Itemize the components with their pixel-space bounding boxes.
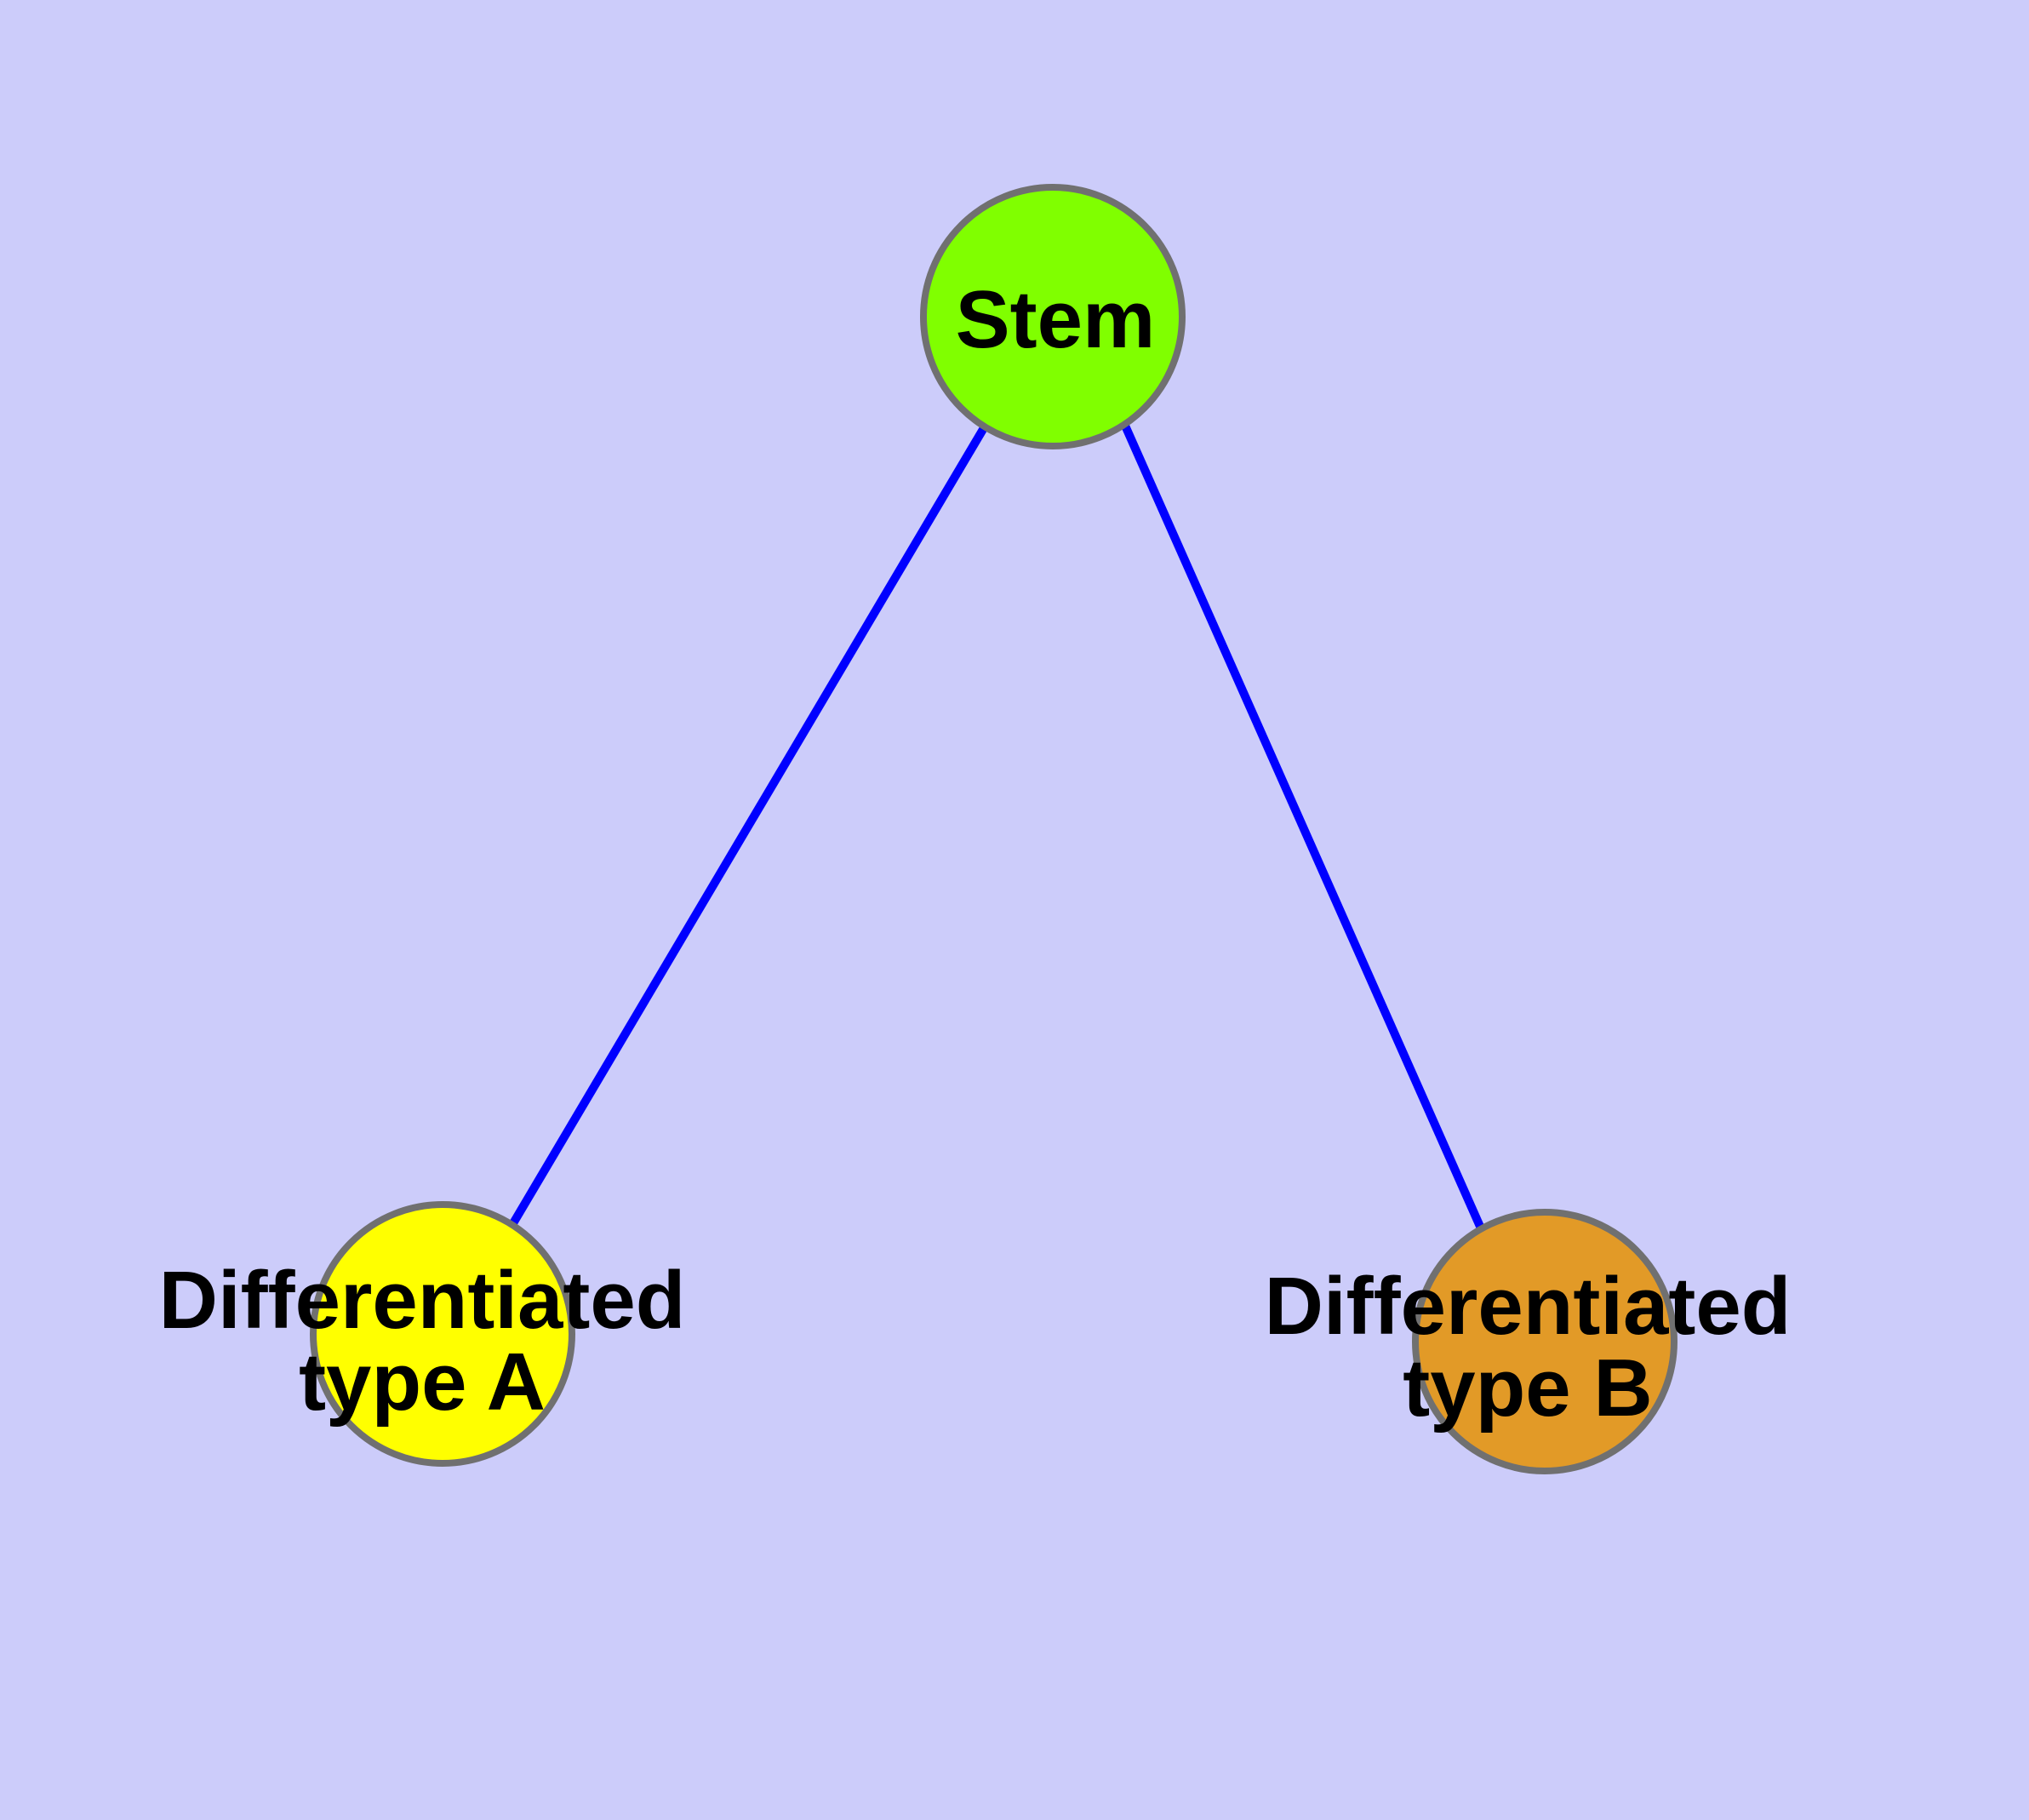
node-group bbox=[310, 184, 1677, 1474]
edge-stem-to-type-a[interactable] bbox=[509, 424, 989, 1226]
node-label-line: Differentiated bbox=[1265, 1261, 1792, 1352]
edge-group bbox=[509, 423, 1492, 1246]
node-circle-diff-type-a[interactable] bbox=[310, 1201, 575, 1467]
node-label-line: type A bbox=[299, 1336, 546, 1428]
node-label-line: type B bbox=[1403, 1342, 1652, 1434]
node-label-line: Stem bbox=[956, 274, 1156, 365]
node-label-stem: Stem bbox=[956, 274, 1156, 365]
node-label-line: Differentiated bbox=[159, 1255, 686, 1346]
edge-stem-to-type-b[interactable] bbox=[1121, 423, 1492, 1246]
node-circle-diff-type-b[interactable] bbox=[1412, 1209, 1677, 1474]
node-circle-stem[interactable] bbox=[920, 184, 1186, 449]
